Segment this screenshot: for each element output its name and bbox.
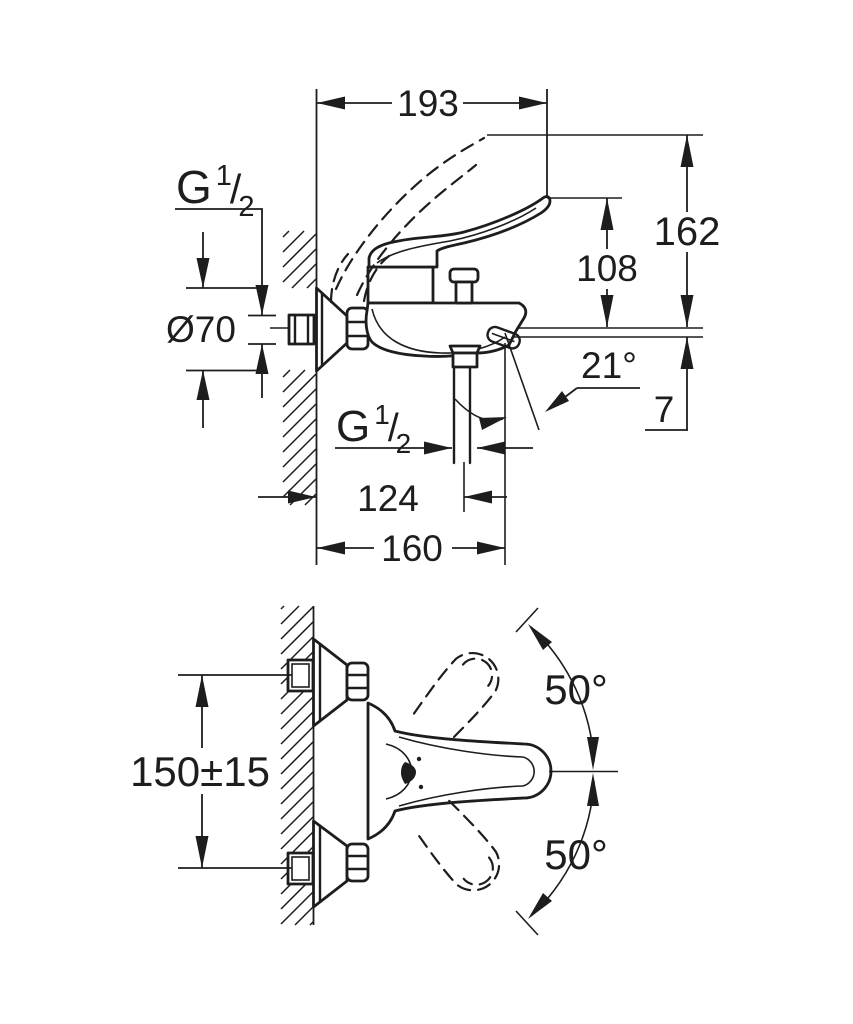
wall-rosette-plan-upper — [312, 637, 349, 728]
dim-spout-reach-label: 160 — [381, 528, 443, 569]
handle-swivel-down-dashed — [413, 799, 501, 892]
dim-height-162-label: 162 — [654, 210, 721, 254]
dim-hose-center-124: 124 — [258, 462, 507, 519]
shower-outlet — [448, 344, 482, 465]
cartridge-housing — [366, 265, 435, 305]
plan-view: 150±15 50° 50° — [130, 605, 618, 936]
side-view: 193 G1/2 Ø70 16 — [166, 83, 720, 569]
connection-hex-nut-side — [345, 306, 370, 351]
dim-mount-distance: 150±15 — [130, 674, 292, 869]
dim-spout-angle-label: 21° — [581, 345, 637, 386]
dim-swivel-down-label: 50° — [544, 831, 608, 878]
dim-hose-center-label: 124 — [357, 478, 419, 519]
dim-width-193-label: 193 — [397, 83, 459, 124]
spout-inner-curve — [371, 308, 506, 354]
connection-hex-nut-upper — [345, 661, 370, 702]
dim-width-193: 193 — [317, 83, 548, 198]
dim-swivel-up-label: 50° — [544, 666, 608, 713]
dim-mount-distance-label: 150±15 — [130, 748, 270, 795]
dim-outlet-drop-7: 7 — [645, 337, 694, 431]
mixer-body-plan — [366, 701, 553, 841]
mixer-body-spout — [364, 301, 528, 358]
supply-union-nut — [287, 313, 316, 346]
dim-height-108-label: 108 — [576, 248, 638, 289]
spout-angle-slant-line — [504, 332, 540, 431]
dim-height-108: 108 — [547, 197, 638, 327]
diverter-knob — [448, 267, 480, 305]
dim-swivel-up: 50° — [515, 607, 608, 770]
handle-logo-mark — [401, 762, 416, 784]
dim-rosette-diameter: Ø70 — [166, 232, 264, 428]
dim-spout-reach-160: 160 — [317, 343, 506, 569]
lever-handle-side — [367, 195, 552, 269]
handle-swivel-up-dashed — [412, 651, 500, 744]
dim-swivel-down: 50° — [515, 773, 608, 936]
connection-hex-nut-lower — [345, 842, 370, 883]
lever-handle-raised-dashed — [329, 136, 486, 304]
wall-rosette-plan-lower — [312, 819, 349, 909]
dim-rosette-label: Ø70 — [166, 309, 236, 350]
aerator-mouth — [486, 325, 521, 350]
dim-outlet-drop-label: 7 — [654, 389, 675, 430]
dim-spout-angle: 21° — [454, 332, 640, 431]
dim-height-162: 162 — [487, 134, 721, 327]
wall-hatching-upper — [282, 230, 317, 506]
